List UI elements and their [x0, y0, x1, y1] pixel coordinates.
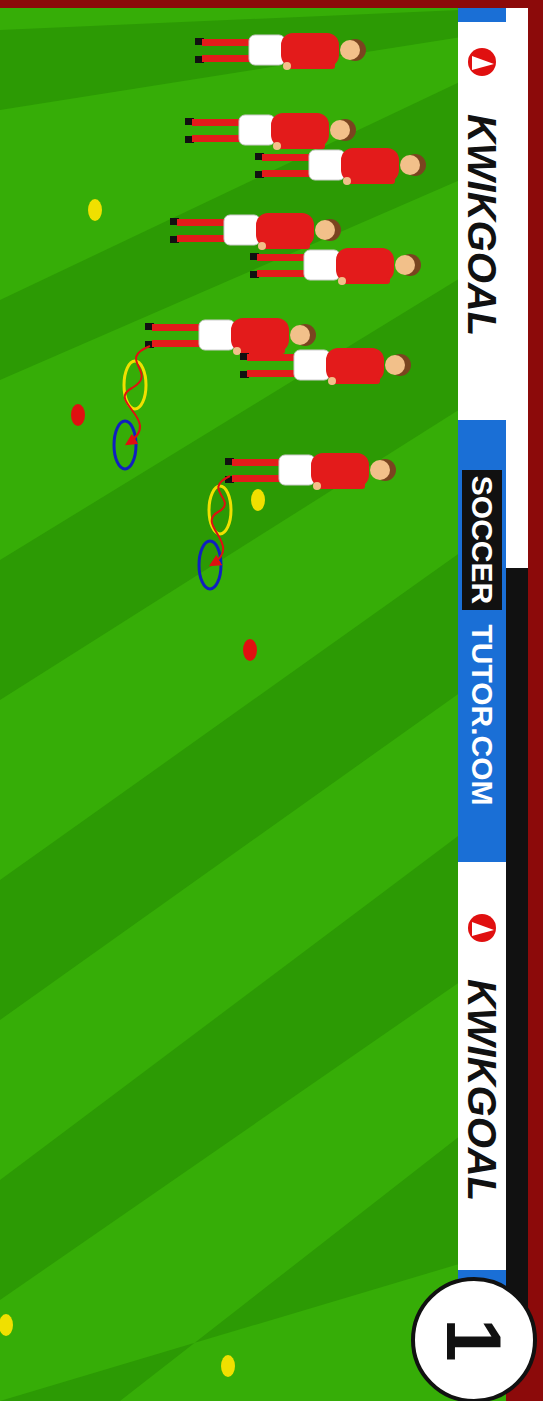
- banner-text: KWIKGOAL: [462, 114, 502, 336]
- callout-number: 1: [435, 1318, 513, 1361]
- ad-board: [458, 8, 506, 1308]
- banner-text: TUTOR.COM: [467, 624, 497, 805]
- pitch-stripe: [0, 8, 506, 110]
- player-figure: [225, 453, 396, 490]
- pitch: [0, 8, 506, 1401]
- banner-text: SOCCER: [467, 476, 497, 604]
- cone: [88, 199, 102, 221]
- cone: [0, 1314, 13, 1336]
- player-figure: [145, 318, 316, 355]
- logo-block: [462, 470, 502, 610]
- player-figure: [170, 213, 341, 250]
- pitch-stripes: [0, 8, 506, 1401]
- ad-board-edge: [506, 8, 528, 568]
- hoop: [114, 421, 136, 469]
- equipment: [0, 199, 265, 1377]
- ad-panel: [458, 862, 506, 1270]
- players: [145, 33, 426, 490]
- cone: [221, 1355, 235, 1377]
- player-figure: [240, 348, 411, 385]
- player-figure: [255, 148, 426, 185]
- ad-panel: [458, 22, 506, 420]
- hoop: [199, 541, 221, 589]
- number-badge: 1: [410, 1276, 538, 1401]
- cone: [243, 639, 257, 661]
- cone: [71, 404, 85, 426]
- player-figure: [195, 33, 366, 70]
- player-figure: [250, 248, 421, 285]
- ad-board-edge: [506, 8, 528, 1308]
- dribble-path: [211, 476, 230, 565]
- player-figure: [185, 113, 356, 150]
- banner-text: KWIKGOAL: [462, 979, 502, 1201]
- cone: [251, 489, 265, 511]
- dribble-path: [125, 346, 150, 444]
